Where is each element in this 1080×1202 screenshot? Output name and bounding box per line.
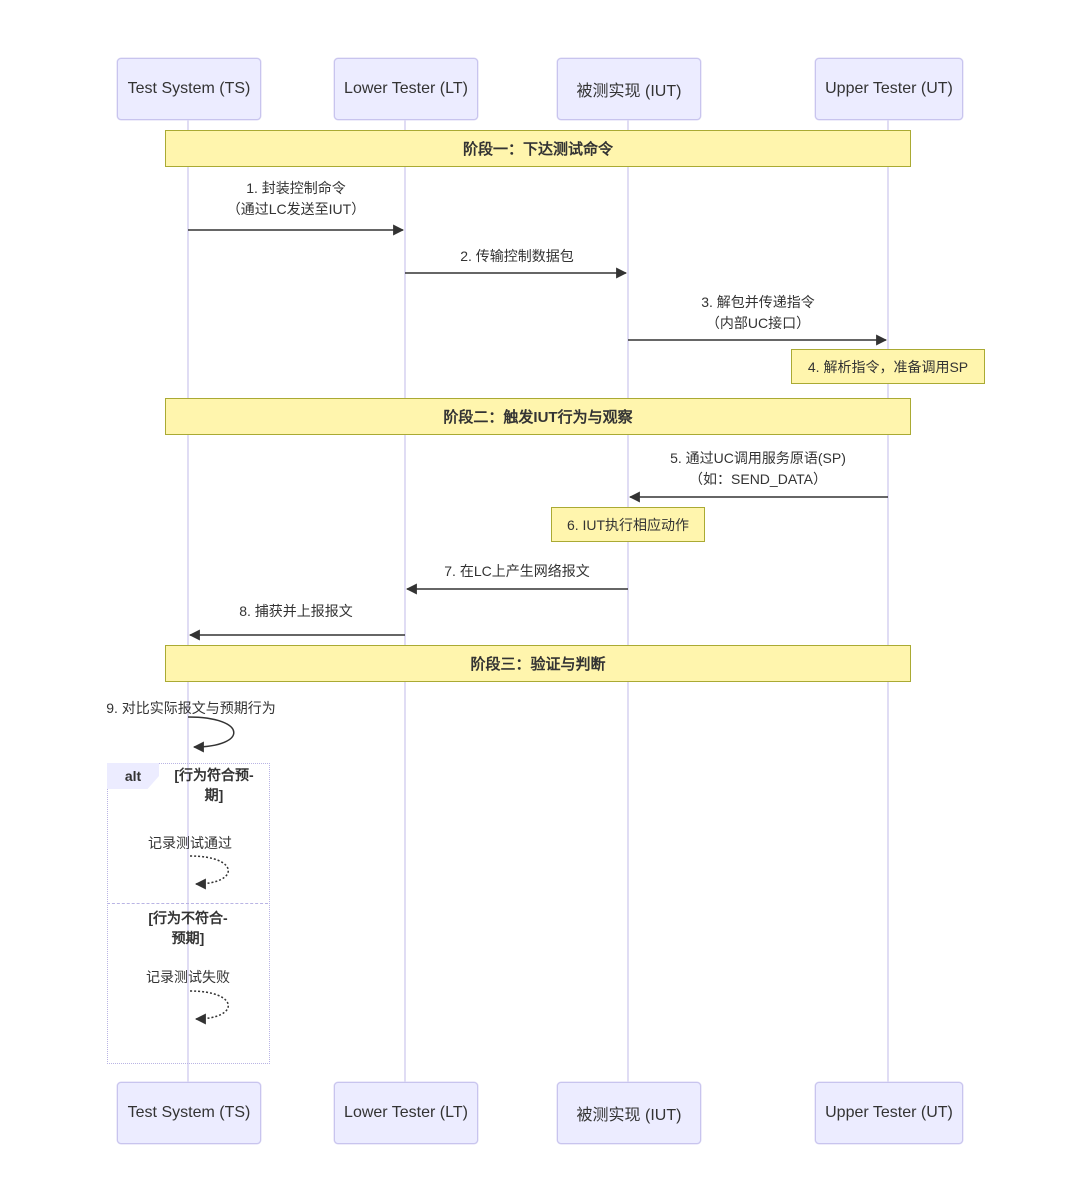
message-line: 8. 捕获并上报报文	[239, 603, 353, 619]
message-line: 9. 对比实际报文与预期行为	[106, 700, 276, 716]
actor-label: 被测实现 (IUT)	[576, 83, 682, 100]
alt-condition-pass: [行为符合预- 期]	[174, 765, 253, 805]
alt-label-text: alt	[124, 768, 142, 784]
actor-bottom-lower-tester: Lower Tester (LT)	[334, 1082, 478, 1144]
message-line: （内部UC接口）	[705, 315, 811, 331]
phase-label: 阶段三：验证与判断	[470, 656, 606, 673]
alt-condition-fail: [行为不符合- 预期]	[148, 908, 227, 948]
actor-bottom-iut: 被测实现 (IUT)	[557, 1082, 701, 1144]
message-7-label: 7. 在LC上产生网络报文	[444, 561, 589, 582]
phase-banner-3: 阶段三：验证与判断	[165, 645, 911, 682]
message-line: 5. 通过UC调用服务原语(SP)	[670, 450, 846, 466]
actor-top-lower-tester: Lower Tester (LT)	[334, 58, 478, 120]
actor-label: Upper Tester (UT)	[825, 80, 953, 97]
phase-banner-2: 阶段二：触发IUT行为与观察	[165, 398, 911, 435]
message-9-label: 9. 对比实际报文与预期行为	[106, 698, 276, 719]
message-5-label: 5. 通过UC调用服务原语(SP) （如：SEND_DATA）	[670, 448, 846, 490]
phase-label: 阶段一：下达测试命令	[462, 141, 613, 158]
alt-message-text: 记录测试通过	[148, 835, 232, 851]
actor-bottom-test-system: Test System (TS)	[117, 1082, 261, 1144]
condition-line: 预期]	[171, 930, 205, 946]
message-8-label: 8. 捕获并上报报文	[239, 601, 353, 622]
message-line: （通过LC发送至IUT）	[226, 201, 366, 217]
note-text: 4. 解析指令，准备调用SP	[807, 358, 969, 375]
alt-fragment-frame	[107, 763, 270, 1064]
actor-bottom-upper-tester: Upper Tester (UT)	[815, 1082, 963, 1144]
self-loop-9-arrow	[187, 716, 235, 753]
actor-label: Test System (TS)	[127, 80, 251, 97]
actor-label: 被测实现 (IUT)	[576, 1107, 682, 1124]
alt-fail-loop-arrow	[189, 990, 229, 1025]
message-line: 3. 解包并传递指令	[701, 294, 815, 310]
note-iut-action: 6. IUT执行相应动作	[551, 507, 705, 542]
message-line: （如：SEND_DATA）	[689, 471, 827, 487]
note-text: 6. IUT执行相应动作	[566, 516, 690, 533]
actor-label: Lower Tester (LT)	[344, 80, 468, 97]
alt-branch-divider	[107, 903, 268, 904]
condition-line: [行为不符合-	[148, 910, 228, 926]
alt-fragment-label: alt	[107, 763, 159, 789]
actor-label: Lower Tester (LT)	[344, 1104, 468, 1121]
alt-message-pass: 记录测试通过	[148, 833, 232, 853]
message-1-label: 1. 封装控制命令 （通过LC发送至IUT）	[227, 178, 365, 220]
actor-label: Test System (TS)	[127, 1104, 251, 1121]
message-2-label: 2. 传输控制数据包	[460, 246, 574, 267]
phase-label: 阶段二：触发IUT行为与观察	[443, 409, 633, 426]
note-parse-command: 4. 解析指令，准备调用SP	[791, 349, 985, 384]
message-line: 1. 封装控制命令	[246, 180, 346, 196]
condition-line: [行为符合预-	[174, 767, 254, 783]
actor-top-upper-tester: Upper Tester (UT)	[815, 58, 963, 120]
actor-top-iut: 被测实现 (IUT)	[557, 58, 701, 120]
actor-label: Upper Tester (UT)	[825, 1104, 953, 1121]
condition-line: 期]	[204, 787, 224, 803]
alt-message-fail: 记录测试失败	[146, 967, 230, 987]
message-line: 2. 传输控制数据包	[460, 248, 574, 264]
phase-banner-1: 阶段一：下达测试命令	[165, 130, 911, 167]
actor-top-test-system: Test System (TS)	[117, 58, 261, 120]
message-3-label: 3. 解包并传递指令 （内部UC接口）	[701, 292, 815, 334]
message-line: 7. 在LC上产生网络报文	[444, 563, 590, 579]
alt-pass-loop-arrow	[189, 855, 229, 890]
alt-message-text: 记录测试失败	[146, 969, 230, 985]
